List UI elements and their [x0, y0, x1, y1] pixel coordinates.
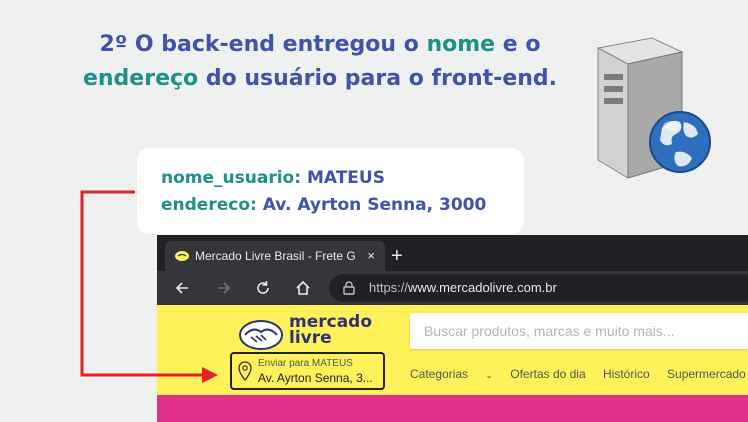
- lock-icon: [343, 281, 355, 295]
- chevron-down-icon: ⌄: [485, 370, 493, 380]
- logo-wordmark: mercado livre: [289, 312, 373, 348]
- browser-toolbar: https://www.mercadolivre.com.br: [157, 271, 748, 305]
- browser-window: Mercado Livre Brasil - Frete Grátis × + …: [157, 235, 748, 422]
- headline-highlight-name: nome: [426, 32, 496, 57]
- promo-banner: [157, 395, 748, 422]
- name-value: MATEUS: [306, 168, 385, 188]
- headline: 2º O back-end entregou o nome e o endere…: [40, 28, 600, 96]
- browser-tab[interactable]: Mercado Livre Brasil - Frete Grátis ×: [165, 241, 385, 271]
- tab-close-icon[interactable]: ×: [367, 248, 375, 263]
- delivery-address-text: Av. Ayrton Senna, 3...: [258, 371, 373, 385]
- address-key: endereco:: [161, 195, 257, 215]
- menu-historico[interactable]: Histórico: [602, 367, 650, 381]
- mercadolivre-logo-icon[interactable]: [239, 317, 369, 353]
- name-key: nome_usuario:: [161, 168, 302, 188]
- back-arrow-icon[interactable]: [173, 278, 193, 298]
- mercadolivre-favicon-icon: [175, 251, 189, 261]
- headline-part1: 2º O back-end entregou o: [99, 32, 427, 57]
- menu-categorias[interactable]: Categorias ⌄: [410, 367, 493, 381]
- category-menu: Categorias ⌄ Ofertas do dia Histórico Su…: [410, 367, 748, 381]
- search-input[interactable]: Buscar produtos, marcas e muito mais...: [410, 313, 748, 349]
- user-data-card: nome_usuario: MATEUS endereco: Av. Ayrto…: [137, 148, 524, 234]
- send-to-label: Enviar para MATEUS: [258, 358, 353, 369]
- mercadolivre-header: mercado livre Buscar produtos, marcas e …: [157, 305, 748, 395]
- name-line: nome_usuario: MATEUS: [161, 168, 385, 188]
- logo-line1: mercado: [289, 312, 373, 332]
- menu-ofertas[interactable]: Ofertas do dia: [510, 367, 586, 381]
- headline-highlight-address: endereço: [82, 66, 199, 91]
- home-icon[interactable]: [293, 278, 313, 298]
- url-text: https://www.mercadolivre.com.br: [369, 274, 557, 302]
- delivery-address-button[interactable]: Enviar para MATEUS Av. Ayrton Senna, 3..…: [230, 352, 385, 390]
- new-tab-icon[interactable]: +: [391, 245, 403, 267]
- address-line: endereco: Av. Ayrton Senna, 3000: [161, 195, 486, 215]
- url-scheme: https://: [369, 280, 409, 295]
- headline-part3: do usuário para o front-end.: [198, 66, 558, 91]
- server-globe-icon: [596, 37, 711, 179]
- headline-part2: e o: [495, 32, 541, 57]
- reload-icon[interactable]: [253, 278, 273, 298]
- logo-line2: livre: [289, 328, 332, 348]
- address-value: Av. Ayrton Senna, 3000: [262, 195, 487, 215]
- tab-title: Mercado Livre Brasil - Frete Grátis: [195, 249, 355, 263]
- url-host: www.mercadolivre.com.br: [408, 280, 557, 295]
- menu-supermercado[interactable]: Supermercado: [667, 367, 746, 381]
- address-bar[interactable]: https://www.mercadolivre.com.br: [329, 274, 748, 302]
- forward-arrow-icon[interactable]: [213, 278, 233, 298]
- location-pin-icon: [238, 361, 252, 381]
